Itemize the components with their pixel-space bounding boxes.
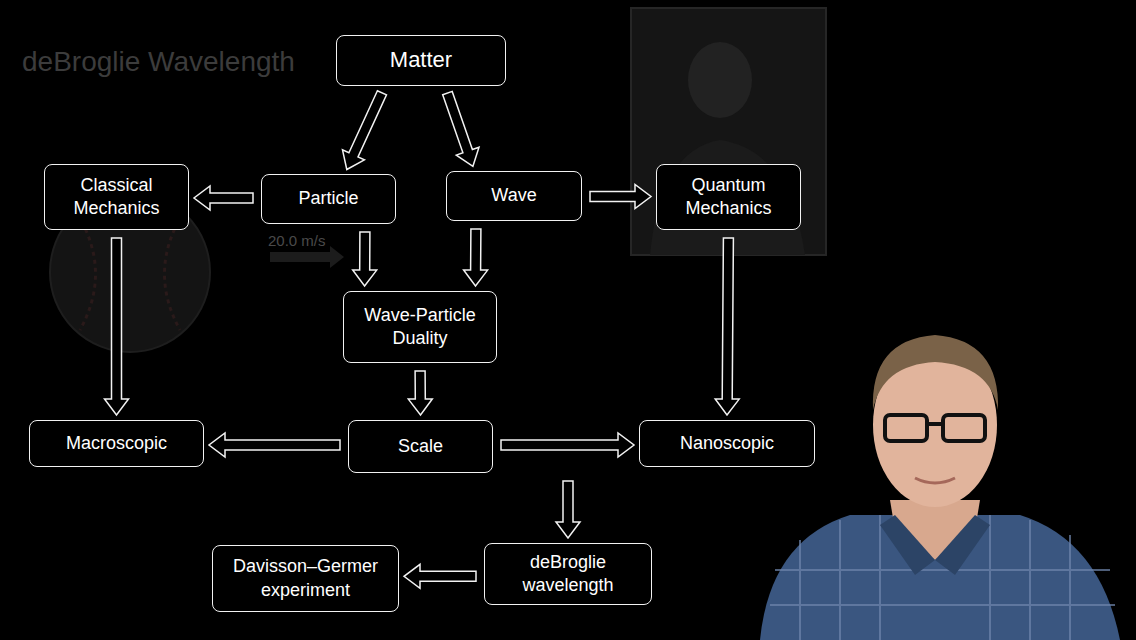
hollow-arrow xyxy=(105,238,129,415)
hollow-arrow xyxy=(194,186,253,210)
hollow-arrow xyxy=(404,564,476,588)
hollow-arrow xyxy=(343,91,387,170)
portrait-face xyxy=(688,42,752,118)
hollow-arrow xyxy=(715,238,739,415)
process-box: Classical Mechanics xyxy=(44,164,189,230)
box-text: Matter xyxy=(390,46,452,75)
process-box: Quantum Mechanics xyxy=(656,164,801,230)
box-text: Macroscopic xyxy=(66,432,167,455)
process-box: Wave-Particle Duality xyxy=(343,291,497,363)
box-text: deBroglie wavelength xyxy=(495,551,641,598)
speed-label: 20.0 m/s xyxy=(268,232,326,249)
box-text: Scale xyxy=(398,435,443,458)
box-text: Wave-Particle Duality xyxy=(354,304,486,351)
portrait-photo xyxy=(631,8,826,255)
velocity-arrow xyxy=(270,246,344,268)
process-box: Matter xyxy=(336,35,506,86)
presenter-glasses xyxy=(885,415,927,441)
process-box: Davisson–Germer experiment xyxy=(212,545,399,612)
hollow-arrow xyxy=(408,371,432,415)
box-text: Nanoscopic xyxy=(680,432,774,455)
hollow-arrow xyxy=(209,433,340,457)
process-box: Scale xyxy=(348,420,493,473)
hollow-arrow xyxy=(464,229,488,286)
presenter-glasses xyxy=(927,422,943,426)
box-text: Quantum Mechanics xyxy=(667,174,790,221)
faded-title: deBroglie Wavelength xyxy=(22,46,295,78)
presenter-figure xyxy=(760,335,1120,640)
box-text: Classical Mechanics xyxy=(55,174,178,221)
hollow-arrow xyxy=(556,481,580,538)
presenter-collar xyxy=(880,515,935,575)
box-text: Davisson–Germer experiment xyxy=(223,555,388,602)
hollow-arrow xyxy=(443,91,479,166)
hollow-arrow xyxy=(590,185,651,209)
process-box: deBroglie wavelength xyxy=(484,543,652,605)
process-box: Particle xyxy=(261,174,396,224)
box-text: Wave xyxy=(491,184,536,207)
hollow-arrow xyxy=(353,232,377,286)
hollow-arrow xyxy=(501,433,634,457)
presenter-hair xyxy=(873,335,998,410)
process-box: Nanoscopic xyxy=(639,420,815,467)
box-text: Particle xyxy=(298,187,358,210)
presenter-mouth xyxy=(915,478,955,483)
baseball-seam xyxy=(164,215,182,330)
process-box: Wave xyxy=(446,171,582,221)
presenter-glasses xyxy=(943,415,985,441)
baseball-seam xyxy=(78,215,96,330)
process-box: Macroscopic xyxy=(29,420,204,467)
presenter-collar xyxy=(935,515,990,575)
